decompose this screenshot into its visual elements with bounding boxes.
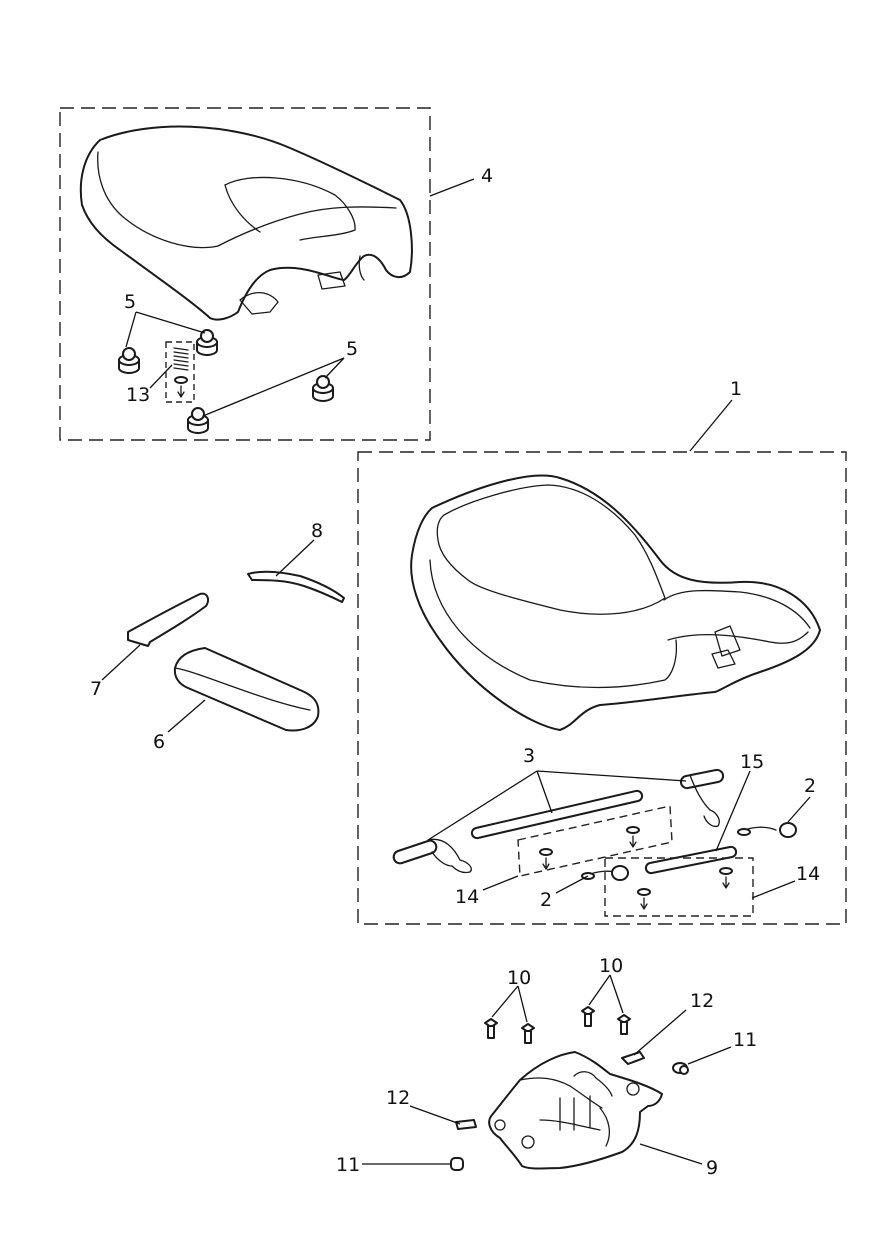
- callout-1: 1: [730, 378, 742, 400]
- callout-10-right: 10: [599, 955, 623, 977]
- callout-12-right: 12: [690, 990, 714, 1012]
- rubber-buffer-1[interactable]: [118, 347, 140, 374]
- strap-part[interactable]: [127, 592, 209, 647]
- bolt-2[interactable]: [521, 1023, 535, 1044]
- fixing-kit-box-2: [604, 857, 754, 917]
- callout-6: 6: [153, 731, 165, 753]
- rod-part[interactable]: [644, 845, 738, 875]
- fixing-kit-part[interactable]: [539, 826, 733, 910]
- wire-clip-part[interactable]: [247, 570, 345, 603]
- spring-kit-part[interactable]: [173, 347, 189, 398]
- seat-rod-part[interactable]: [392, 768, 725, 874]
- callout-11-left: 11: [336, 1154, 360, 1176]
- callout-5-top: 5: [124, 291, 136, 313]
- callout-5-right: 5: [346, 338, 358, 360]
- grommet-1[interactable]: [672, 1062, 689, 1075]
- seat-clip-2[interactable]: [581, 865, 629, 881]
- callout-13: 13: [126, 384, 150, 406]
- spring-kit-box: [165, 341, 195, 403]
- rubber-buffer-4[interactable]: [187, 407, 209, 434]
- callout-2-right: 2: [804, 775, 816, 797]
- spring-clip-1[interactable]: [621, 1051, 645, 1065]
- seat-lock-bracket-part[interactable]: [488, 1051, 663, 1170]
- bolt-4[interactable]: [617, 1014, 631, 1035]
- callout-2-left: 2: [540, 889, 552, 911]
- bolt-1[interactable]: [484, 1018, 498, 1039]
- callout-11-right: 11: [733, 1029, 757, 1051]
- callout-7: 7: [90, 678, 102, 700]
- pad-part[interactable]: [173, 647, 320, 732]
- rear-seat-group-box: [59, 107, 431, 441]
- leader-lines: [101, 178, 811, 1165]
- callout-9: 9: [706, 1157, 718, 1179]
- callout-15: 15: [740, 751, 764, 773]
- rubber-buffer-2[interactable]: [196, 329, 218, 356]
- callout-4: 4: [481, 165, 493, 187]
- callout-3: 3: [523, 745, 535, 767]
- rubber-buffer-3[interactable]: [312, 375, 334, 402]
- grommet-2[interactable]: [450, 1157, 464, 1171]
- spring-clip-2[interactable]: [455, 1119, 477, 1130]
- rider-seat-group-box: [357, 451, 847, 925]
- seat-clip-1[interactable]: [737, 822, 797, 838]
- callout-14-left: 14: [455, 886, 479, 908]
- rider-seat-part[interactable]: [410, 474, 821, 731]
- callout-14-right: 14: [796, 863, 820, 885]
- callout-10-left: 10: [507, 967, 531, 989]
- callout-12-left: 12: [386, 1087, 410, 1109]
- bolt-3[interactable]: [581, 1006, 595, 1027]
- rear-seat-part[interactable]: [79, 125, 413, 321]
- callout-8: 8: [311, 520, 323, 542]
